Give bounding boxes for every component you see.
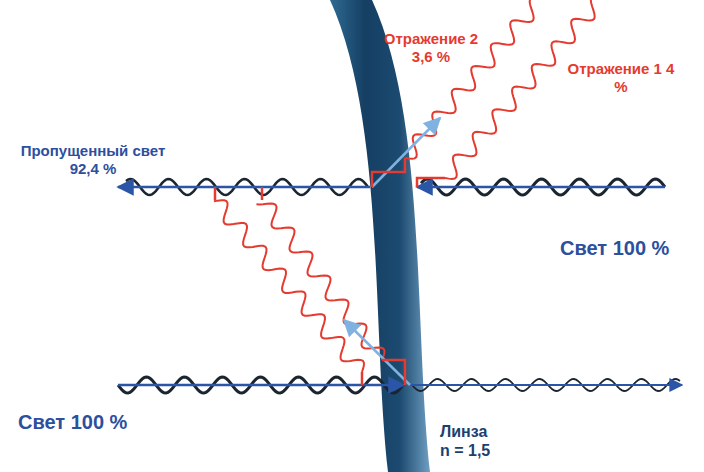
light-wave: [256, 204, 384, 360]
waves: [118, 0, 680, 393]
transmitted-ray: [410, 384, 682, 386]
transmitted-label: Пропущенный свет 92,4 %: [8, 142, 178, 178]
reflection-arrow: [372, 118, 440, 187]
light-label: Свет 100 %: [18, 410, 127, 434]
reflection-step: [261, 187, 264, 200]
light-wave: [214, 200, 364, 372]
reflection-step: [417, 178, 445, 187]
reflection-step: [214, 187, 217, 200]
reflection-label: Отражение 1 4 %: [565, 60, 677, 96]
reflection-label: Отражение 2 3,6 %: [375, 30, 487, 66]
lens-label: Линза n = 1,5: [440, 422, 498, 460]
light-label: Свет 100 %: [560, 236, 669, 260]
lens: [330, 0, 430, 472]
reflection-step: [361, 372, 364, 385]
reflection-step: [382, 360, 405, 385]
transmitted-ray: [118, 186, 370, 189]
incoming-ray: [417, 186, 665, 189]
reflection-steps: [215, 158, 445, 385]
reflection-arrow: [344, 320, 410, 385]
reflection-step: [372, 158, 405, 187]
